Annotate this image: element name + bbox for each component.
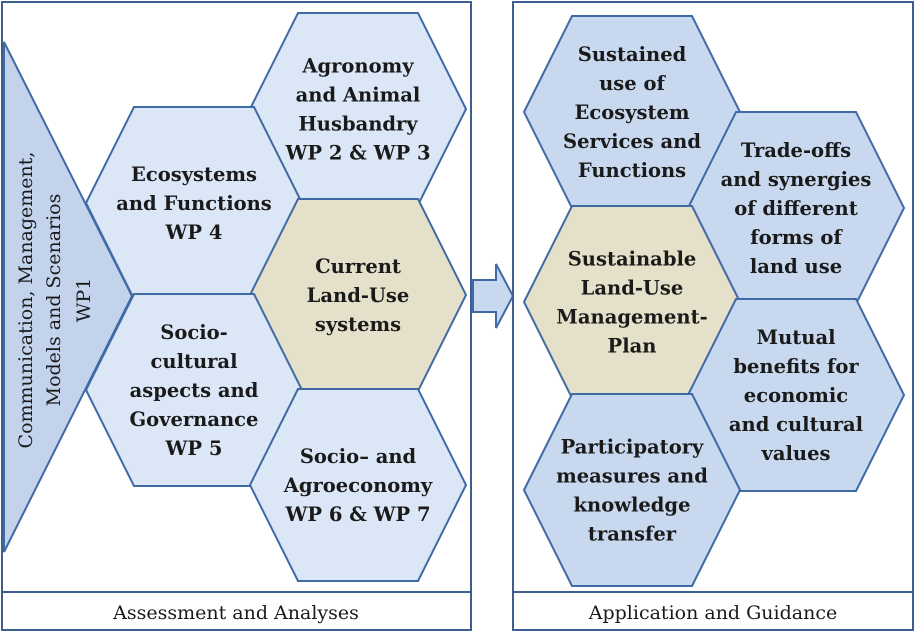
wp1-side-triangle (3, 41, 134, 553)
hex-label-line: knowledge (574, 494, 691, 517)
hex-label-line: transfer (588, 523, 677, 546)
hex-label-line: Sustainable (568, 248, 697, 271)
hex-label-line: Mutual (757, 326, 836, 349)
hex-label-line: land use (750, 255, 842, 278)
wp1-side-label-line: WP1 (73, 278, 95, 322)
hex-label-line: and Animal (296, 84, 421, 107)
hex-label-line: and synergies (721, 168, 872, 191)
hex-label-line: of different (734, 197, 858, 220)
hex-label-line: and cultural (729, 413, 863, 436)
hex-label-line: Current (315, 255, 401, 278)
hex-label-line: WP 6 & WP 7 (284, 503, 430, 526)
hex-label-line: Ecosystems (131, 163, 257, 186)
hex-label-line: Husbandry (298, 113, 418, 136)
hex-label-line: use of (599, 72, 666, 95)
hex-label-line: aspects and (130, 379, 259, 402)
hex-label-line: Agronomy (301, 55, 414, 78)
hex-label-line: benefits for (733, 355, 859, 378)
left-footer-label: Assessment and Analyses (112, 602, 359, 624)
hex-label-line: Functions (578, 159, 686, 182)
hex-label-line: WP 4 (165, 221, 223, 244)
hex-label-line: Socio- (160, 321, 227, 344)
hex-label-line: Socio– and (300, 445, 417, 468)
hex-label-line: WP 2 & WP 3 (284, 142, 430, 165)
left-panel: Communication, Management, Models and Sce… (1, 1, 472, 631)
hex-label-line: forms of (750, 226, 843, 249)
hex-participatory: Participatory measures and knowledge transf… (522, 393, 742, 587)
hex-label-line: Agroeconomy (283, 474, 433, 497)
hex-label-line: Governance (130, 408, 259, 431)
hex-label-line: Plan (608, 335, 657, 358)
flow-arrow (472, 263, 515, 329)
hex-label-line: Management- (556, 306, 707, 329)
hex-label-line: WP 5 (165, 437, 223, 460)
hex-label-line: Land-Use (581, 277, 684, 300)
hex-tradeoffs-label: Trade-offs and synergies of different forms… (721, 139, 872, 278)
right-footer-label: Application and Guidance (588, 602, 837, 624)
hex-label-line: values (761, 442, 831, 465)
hex-label-line: cultural (151, 350, 238, 373)
hex-participatory-label: Participatory measures and knowledge transf… (556, 436, 708, 546)
hex-label-line: measures and (556, 465, 708, 488)
wp1-side-label-line: Models and Scenarios (43, 194, 65, 407)
wp1-side-label: Communication, Management, Models and Sce… (15, 152, 95, 449)
hex-label-line: and Functions (116, 192, 272, 215)
hex-label-line: systems (315, 313, 401, 336)
hex-label-line: Sustained (578, 43, 687, 66)
hex-mutual-label: Mutual benefits for economic and cultural va… (729, 326, 863, 465)
hex-ecosystems: Ecosystems and Functions WP 4 (84, 106, 304, 300)
hex-label-line: Ecosystem (574, 101, 689, 124)
hex-label-line: Services and (563, 130, 701, 153)
wp1-side-label-line: Communication, Management, (15, 152, 37, 449)
hex-label-line: Trade-offs (741, 139, 851, 162)
hex-label-line: Land-Use (307, 284, 410, 307)
hex-ecosystems-label: Ecosystems and Functions WP 4 (116, 163, 272, 244)
hex-label-line: Participatory (561, 436, 704, 459)
hex-label-line: economic (744, 384, 848, 407)
